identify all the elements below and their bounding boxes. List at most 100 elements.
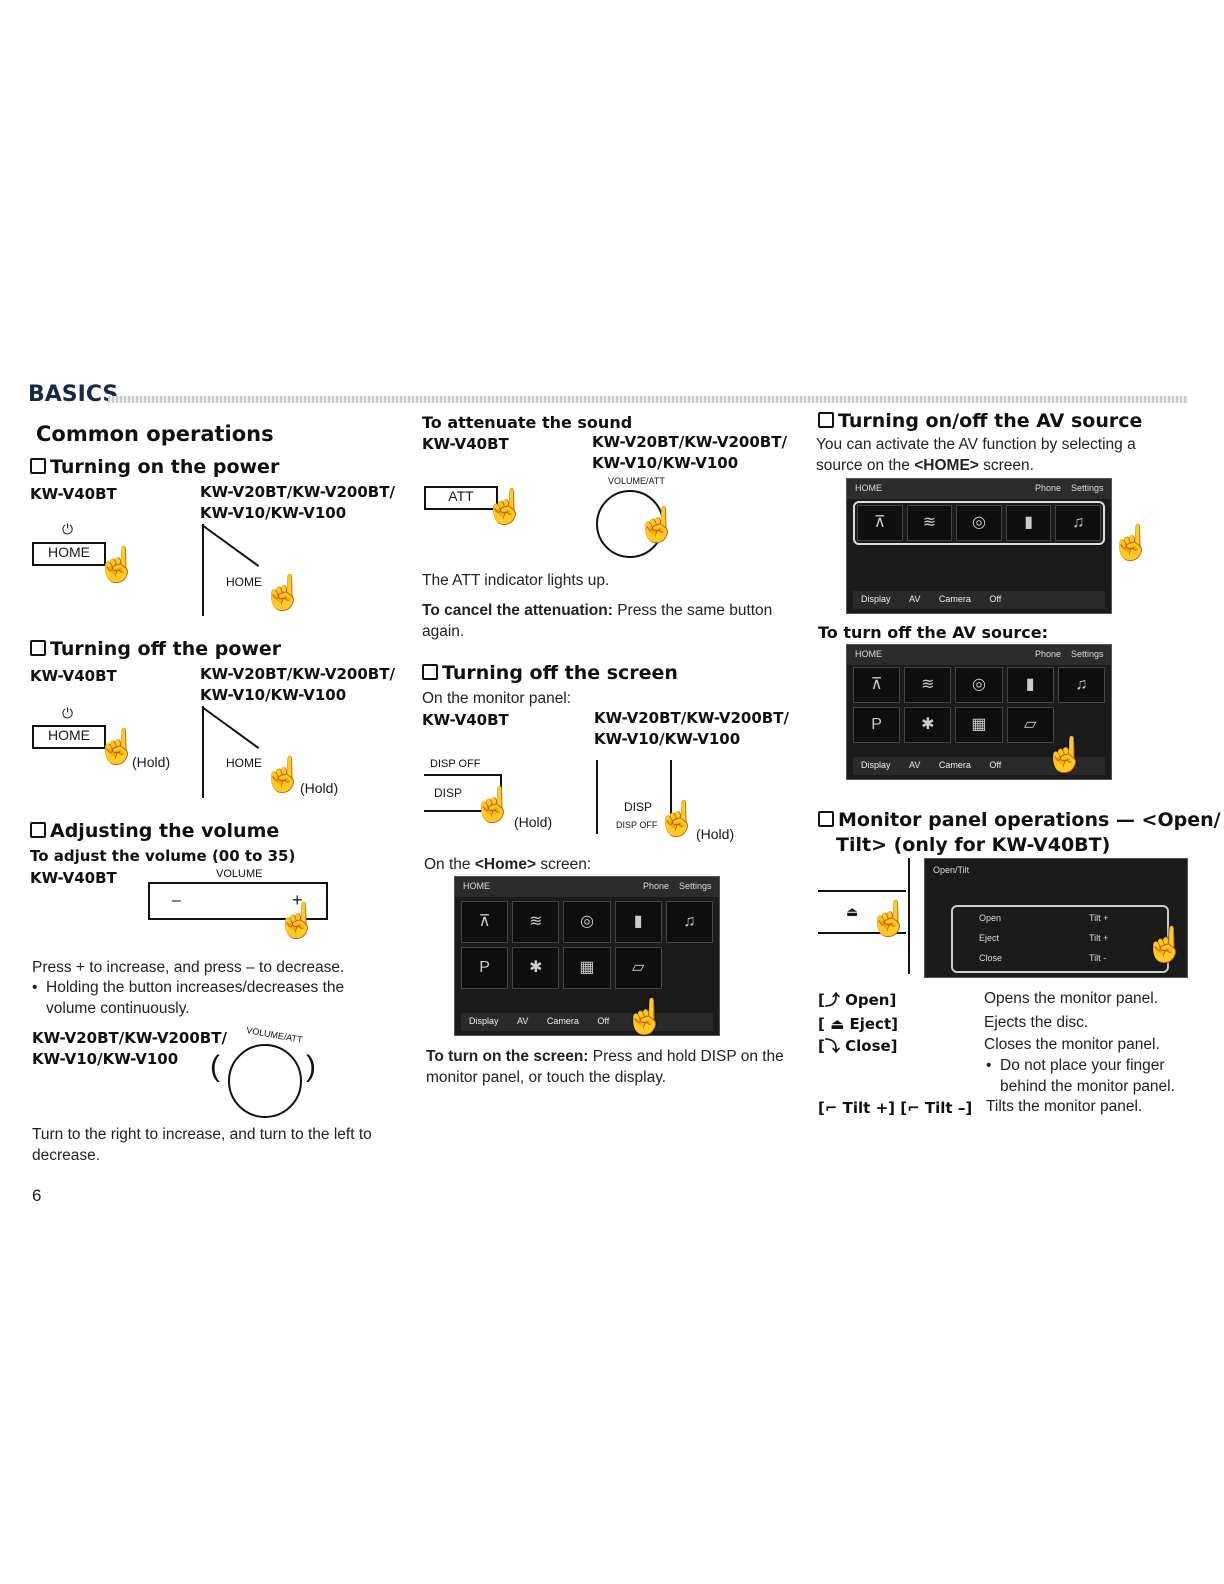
source-tile-disc[interactable]: ◎: [955, 667, 1003, 703]
screen-off-title: Turning off the screen: [422, 662, 678, 684]
settings-button[interactable]: Settings: [1071, 649, 1104, 659]
volume-rocker[interactable]: – +: [148, 882, 328, 920]
home-screen-footer: Display AV Camera Off: [461, 1013, 713, 1031]
footer-camera[interactable]: Camera: [546, 1016, 579, 1026]
att-button[interactable]: ATT: [424, 486, 498, 510]
source-tile-bluetooth[interactable]: ✱: [512, 947, 560, 989]
source-tile-disc[interactable]: ◎: [563, 901, 611, 943]
open-tilt-title: Open/Tilt: [933, 865, 970, 875]
disp-panel-edge: [424, 774, 502, 812]
eject-icon[interactable]: ⏏: [846, 904, 859, 919]
footer-display[interactable]: Display: [469, 1016, 499, 1026]
rotate-left-arrow: (: [210, 1050, 220, 1083]
settings-button[interactable]: Settings: [1071, 483, 1104, 493]
common-operations-title: Common operations: [36, 422, 274, 446]
power-off-title: Turning off the power: [30, 638, 281, 660]
hand-pointer-icon: ☝: [484, 488, 527, 526]
phone-button[interactable]: Phone: [1035, 649, 1062, 659]
tilt-up-option[interactable]: Tilt +: [1089, 933, 1109, 943]
def-tilt-desc: Tilts the monitor panel.: [986, 1098, 1143, 1115]
hold-label: (Hold): [696, 826, 735, 842]
open-option[interactable]: Open: [979, 913, 1002, 923]
source-tile-usb[interactable]: ▮: [1005, 505, 1052, 541]
hand-pointer-icon: ☝: [472, 786, 515, 824]
hand-pointer-icon: ☝: [96, 546, 139, 584]
footer-off[interactable]: Off: [597, 1016, 610, 1026]
home-button[interactable]: HOME: [32, 725, 106, 749]
knob-label: VOLUME/ATT: [608, 476, 665, 486]
home-screen-footer: Display AV Camera Off: [853, 591, 1105, 609]
source-tile-tuner[interactable]: ⊼: [853, 667, 901, 703]
close-option[interactable]: Close: [979, 953, 1003, 963]
home-button[interactable]: HOME: [32, 542, 106, 566]
source-tile-ipod[interactable]: ♫: [1057, 667, 1105, 703]
footer-av[interactable]: AV: [909, 760, 921, 770]
hold-label: (Hold): [300, 780, 339, 796]
footer-camera[interactable]: Camera: [938, 760, 971, 770]
monitor-panel-intro: On the monitor panel:: [422, 690, 572, 707]
source-tile-bluetooth[interactable]: ✱: [904, 707, 952, 743]
hand-pointer-icon: ☝: [276, 902, 319, 940]
disp-button[interactable]: DISP: [428, 786, 468, 804]
monitor-panel-title: Monitor panel operations — <Open/ Tilt> …: [818, 808, 1221, 858]
footer-display[interactable]: Display: [861, 760, 891, 770]
hand-pointer-icon: ☝: [262, 574, 305, 612]
att-indicator-text: The ATT indicator lights up.: [422, 572, 610, 589]
footer-off[interactable]: Off: [989, 594, 1002, 604]
source-tile-usb[interactable]: ▮: [614, 901, 662, 943]
hand-pointer-icon: ☝: [96, 728, 139, 766]
source-tile-siriusxm[interactable]: ≋: [906, 505, 953, 541]
source-tile-tuner[interactable]: ⊼: [857, 505, 903, 541]
attenuate-model-b: KW-V20BT/KW-V200BT/ KW-V10/KW-V100: [592, 433, 787, 472]
volume-knob[interactable]: [228, 1044, 302, 1118]
phone-button[interactable]: Phone: [1035, 483, 1062, 493]
open-tilt-menu: Open Eject Close Tilt + Tilt + Tilt -: [951, 905, 1169, 973]
turn-on-screen: To turn on the screen: Press and hold DI…: [426, 1048, 784, 1086]
source-tile-tuner[interactable]: ⊼: [461, 901, 509, 943]
monitor-edge: [202, 524, 204, 616]
volume-plus-button[interactable]: +: [292, 890, 303, 910]
source-tile-siriusxm[interactable]: ≋: [512, 901, 560, 943]
source-tile-av-off[interactable]: ▱: [614, 947, 662, 989]
settings-button[interactable]: Settings: [679, 881, 712, 891]
source-tile-ipod[interactable]: ♫: [1055, 505, 1101, 541]
tilt-down-option[interactable]: Tilt -: [1089, 953, 1107, 963]
footer-display[interactable]: Display: [861, 594, 891, 604]
footer-camera[interactable]: Camera: [938, 594, 971, 604]
screen-off-model-b: KW-V20BT/KW-V200BT/ KW-V10/KW-V100: [594, 709, 789, 748]
av-source-title: Turning on/off the AV source: [818, 410, 1142, 432]
source-tiles: ⊼ ≋ ◎ ▮ ♫ P ✱ ▦ ▱: [461, 901, 713, 989]
source-tile-pandora[interactable]: P: [461, 947, 509, 989]
power-off-model-b: KW-V20BT/KW-V200BT/ KW-V10/KW-V100: [200, 665, 395, 704]
volume-bullet-1: • Holding the button increases/decreases…: [32, 979, 345, 1017]
source-tile-av-off[interactable]: ▱: [1006, 707, 1054, 743]
def-open-desc: Opens the monitor panel.: [984, 990, 1159, 1007]
home-label-panel: HOME: [226, 575, 262, 589]
source-tile-ipod[interactable]: ♫: [665, 901, 713, 943]
source-tile-usb[interactable]: ▮: [1006, 667, 1054, 703]
hand-pointer-icon: ☝: [262, 756, 305, 794]
monitor-edge: [596, 760, 672, 834]
att-knob[interactable]: [596, 490, 664, 558]
source-tile-pandora[interactable]: P: [853, 707, 901, 743]
checkbox-icon: [30, 458, 46, 474]
source-tile-disc[interactable]: ◎: [956, 505, 1002, 541]
tilt-up-option[interactable]: Tilt +: [1089, 913, 1109, 923]
home-screen-av-off: HOME Phone Settings ⊼ ≋ ◎ ▮ ♫ P ✱ ▦ ▱ Di…: [846, 644, 1112, 780]
monitor-edge: [202, 706, 204, 798]
source-tile-siriusxm[interactable]: ≋: [904, 667, 952, 703]
home-screen-intro: On the <Home> screen:: [424, 856, 592, 873]
attenuate-model-a: KW-V40BT: [422, 435, 509, 453]
phone-button[interactable]: Phone: [643, 881, 670, 891]
eject-option[interactable]: Eject: [979, 933, 1000, 943]
home-screen-topbar: HOME Phone Settings: [847, 479, 1111, 499]
footer-off[interactable]: Off: [989, 760, 1002, 770]
source-tile-apps[interactable]: ▦: [955, 707, 1003, 743]
hold-label: (Hold): [514, 814, 553, 830]
volume-minus-button[interactable]: –: [172, 892, 181, 909]
volume-model-a: KW-V40BT: [30, 869, 117, 887]
tilt-icon: ⌐: [907, 1099, 920, 1117]
footer-av[interactable]: AV: [909, 594, 921, 604]
source-tile-apps[interactable]: ▦: [563, 947, 611, 989]
footer-av[interactable]: AV: [517, 1016, 529, 1026]
